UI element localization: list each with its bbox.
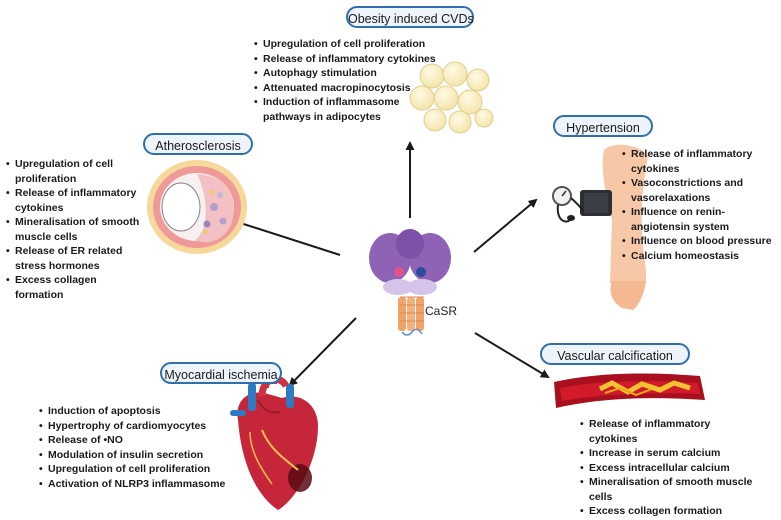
calcified-vessel-illustration xyxy=(554,373,705,408)
vascular-title-pill: Vascular calcification xyxy=(540,343,690,365)
list-item: Release of inflammatory cytokines xyxy=(254,52,444,67)
list-item: Autophagy stimulation xyxy=(254,66,444,81)
list-item: Excess collagen formation xyxy=(6,273,146,302)
list-item: Induction of inflammasome pathways in ad… xyxy=(254,95,444,124)
list-item: Upregulation of cell proliferation xyxy=(254,37,444,52)
list-item: Release of inflammatory cytokines xyxy=(622,147,777,176)
casr-receptor-illustration xyxy=(369,229,451,336)
list-item: Release of inflammatory cytokines xyxy=(6,186,146,215)
atherosclerosis-effects-list: Upregulation of cell proliferation Relea… xyxy=(6,157,146,302)
obesity-title-pill: Obesity induced CVDs xyxy=(346,6,474,28)
arrow-to-vascular xyxy=(474,332,550,379)
list-item: Influence on renin-angiotensin system xyxy=(622,205,777,234)
list-item: Vasoconstrictions and vasorelaxations xyxy=(622,176,777,205)
list-item: Hypertrophy of cardiomyocytes xyxy=(39,419,239,434)
hypertension-title-pill: Hypertension xyxy=(553,115,653,137)
list-item: Excess intracellular calcium xyxy=(580,461,755,476)
obesity-effects-list: Upregulation of cell proliferation Relea… xyxy=(254,37,444,124)
arrow-to-hypertension xyxy=(473,198,538,253)
list-item: Mineralisation of smooth muscle cells xyxy=(580,475,755,504)
list-item: Mineralisation of smooth muscle cells xyxy=(6,215,146,244)
list-item: Release of •NO xyxy=(39,433,239,448)
casr-label: CaSR xyxy=(425,304,458,318)
myocardial-title-pill: Myocardial ischemia xyxy=(160,362,282,384)
list-item: Modulation of insulin secretion xyxy=(39,448,239,463)
myocardial-effects-list: Induction of apoptosis Hypertrophy of ca… xyxy=(39,404,239,491)
list-item: Upregulation of cell proliferation xyxy=(6,157,146,186)
list-item: Release of inflammatory cytokines xyxy=(580,417,755,446)
list-item: Attenuated macropinocytosis xyxy=(254,81,444,96)
list-item: Activation of NLRP3 inflammasome xyxy=(39,477,239,492)
heart-illustration xyxy=(230,372,318,510)
list-item: Induction of apoptosis xyxy=(39,404,239,419)
list-item: Upregulation of cell proliferation xyxy=(39,462,239,477)
list-item: Increase in serum calcium xyxy=(580,446,755,461)
list-item: Calcium homeostasis xyxy=(622,249,777,264)
atherosclerosis-title-pill: Atherosclerosis xyxy=(143,133,253,155)
list-item: Excess collagen formation xyxy=(580,504,755,519)
arrow-to-myocardial xyxy=(288,317,357,387)
arrow-to-atherosclerosis xyxy=(226,216,341,256)
list-item: Influence on blood pressure xyxy=(622,234,777,249)
artery-cross-section-illustration xyxy=(147,160,247,254)
vascular-effects-list: Release of inflammatory cytokines Increa… xyxy=(580,417,755,519)
hypertension-effects-list: Release of inflammatory cytokines Vasoco… xyxy=(622,147,777,263)
list-item: Release of ER related stress hormones xyxy=(6,244,146,273)
